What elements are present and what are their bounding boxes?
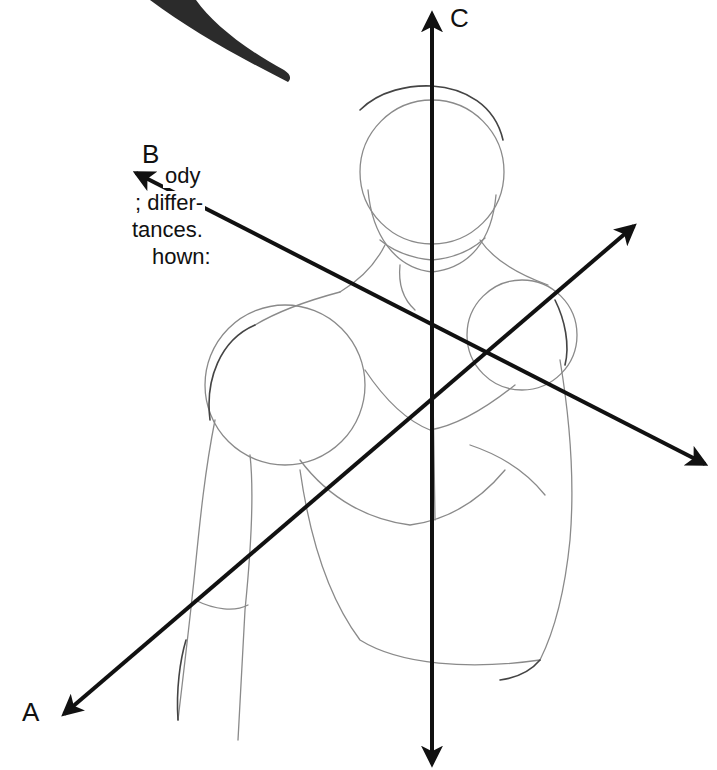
axis-label: C	[448, 4, 471, 33]
label-holder: ; differ-	[133, 191, 205, 215]
text-fragment: tances.	[130, 218, 205, 242]
figure-outline	[177, 86, 566, 720]
text-fragment: hown:	[150, 245, 213, 269]
axis-label: A	[20, 698, 41, 727]
brush-stroke	[150, 0, 290, 82]
label-holder: hown:	[150, 245, 213, 269]
label-holder: A	[20, 698, 41, 727]
axis-c	[430, 14, 434, 764]
axis-label: B	[140, 140, 161, 169]
label-holder: B	[140, 140, 161, 169]
text-fragment: ; differ-	[133, 191, 205, 215]
figure-sketch	[178, 100, 577, 740]
label-holder: tances.	[130, 218, 205, 242]
axes	[64, 14, 705, 764]
label-holder: ody	[163, 164, 202, 188]
axis-a	[64, 226, 634, 714]
text-fragment: ody	[163, 164, 202, 188]
label-holder: C	[448, 4, 471, 33]
axis-b	[136, 173, 705, 464]
